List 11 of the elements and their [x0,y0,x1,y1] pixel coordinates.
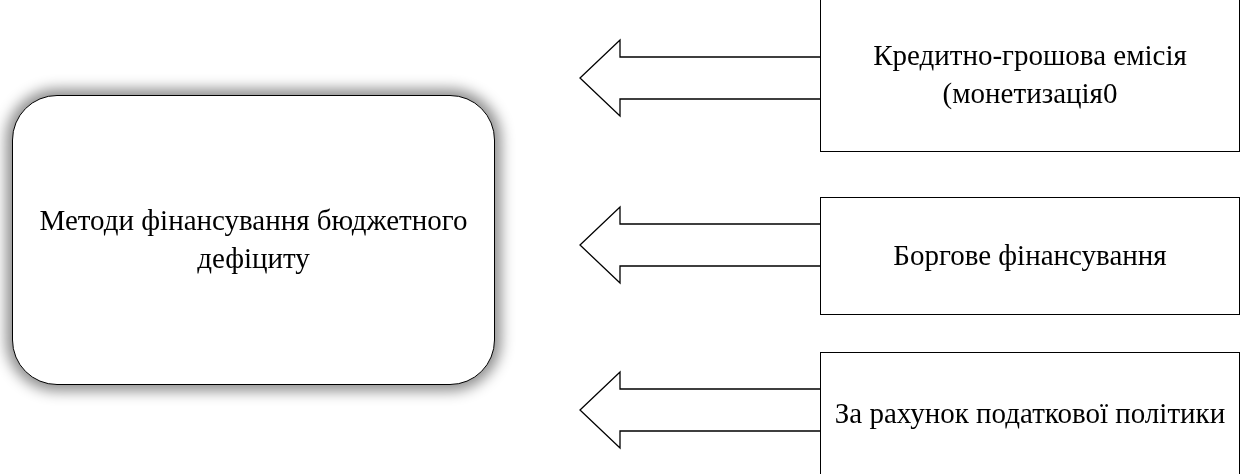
rounded-box [12,95,495,385]
node-label: Методи фінансування бюджетного дефіциту [38,203,469,276]
block-arrow [579,370,821,450]
node-label: За рахунок податкової політики [833,396,1227,432]
process-box [820,0,1240,152]
block-arrow [579,205,821,285]
process-box [820,352,1240,474]
process-box [820,197,1240,315]
node-label: Кредитно-грошова емісія (монетизація0 [872,38,1188,111]
node-label: Боргове фінансування [892,238,1168,274]
block-arrow [579,38,821,118]
